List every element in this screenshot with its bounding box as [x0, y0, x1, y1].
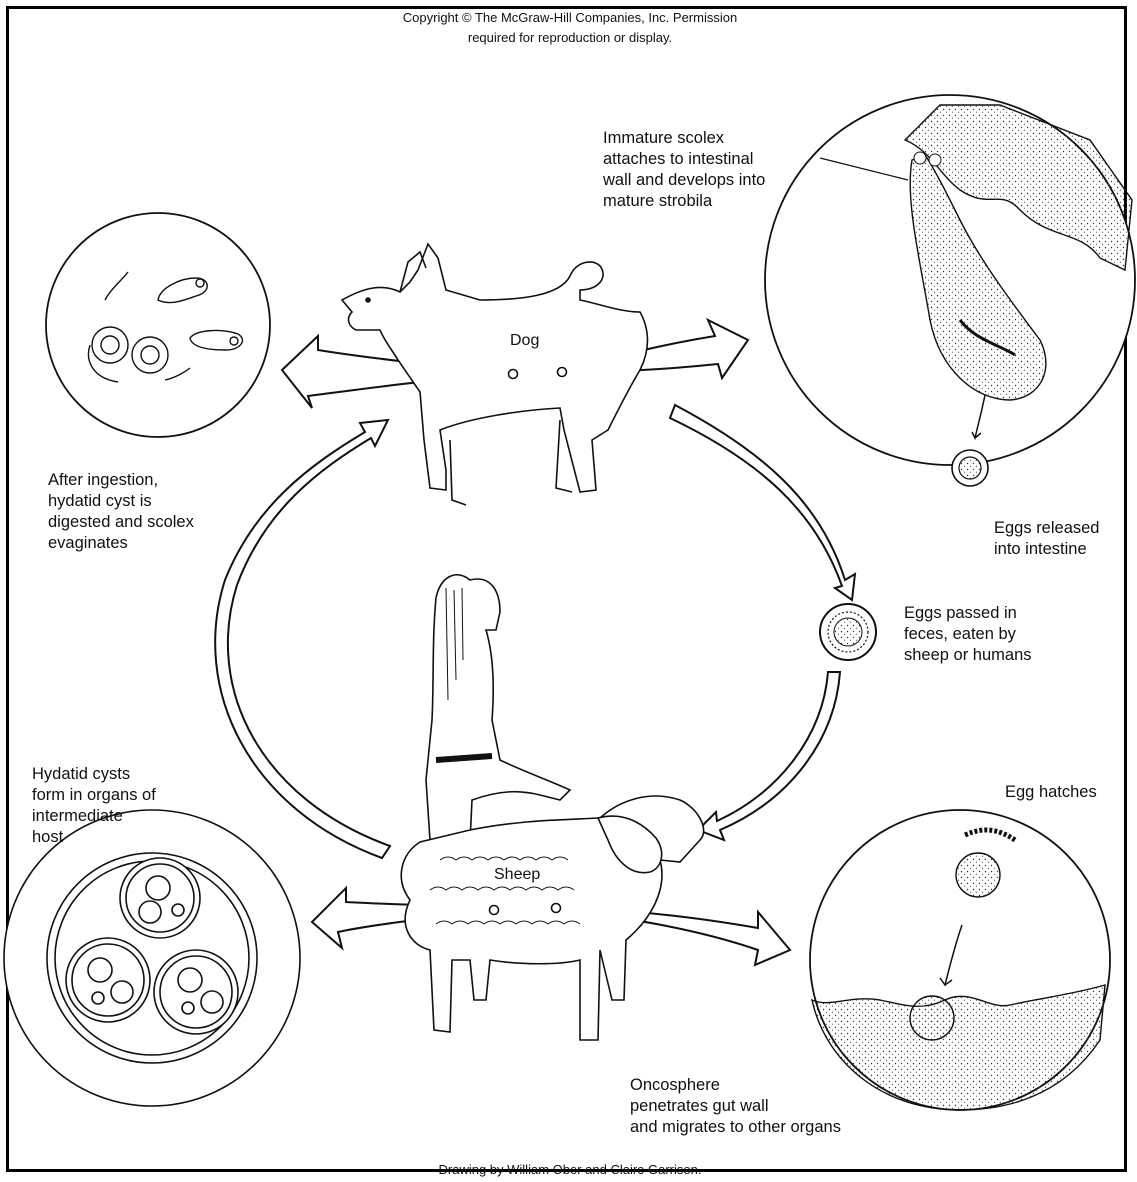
stage-scolex-attaches: Immature scolex attaches to intestinal w…	[603, 128, 843, 212]
copyright-line-1: Copyright © The McGraw-Hill Companies, I…	[330, 10, 810, 26]
circle-scolex-evaginates	[46, 213, 270, 437]
stage-egg-hatches: Egg hatches	[1005, 782, 1135, 803]
stage-eggs-released: Eggs released into intestine	[994, 518, 1134, 560]
cycle-arrow-dog-to-eggs	[670, 405, 855, 600]
stage-hydatid-cysts: Hydatid cysts form in organs of intermed…	[32, 764, 212, 848]
cycle-arrow-eggs-to-sheep	[698, 672, 840, 840]
human-illustration	[426, 575, 570, 842]
stage-oncosphere: Oncosphere penetrates gut wall and migra…	[630, 1075, 930, 1138]
circle-egg-hatches	[810, 810, 1110, 1110]
stage-after-ingestion: After ingestion, hydatid cyst is digeste…	[48, 470, 248, 554]
stage-eggs-passed: Eggs passed in feces, eaten by sheep or …	[904, 603, 1104, 666]
illustration-credit: Drawing by William Ober and Claire Garri…	[330, 1162, 810, 1178]
copyright-line-2: required for reproduction or display.	[330, 30, 810, 46]
circle-hydatid-cysts	[4, 810, 300, 1106]
dog-label: Dog	[510, 332, 539, 350]
egg-passed-in-feces	[820, 604, 876, 660]
sheep-label: Sheep	[494, 866, 540, 884]
